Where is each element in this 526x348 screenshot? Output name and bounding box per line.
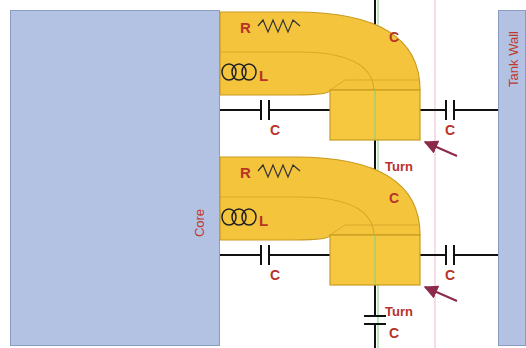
resistor-label: R [240, 165, 251, 180]
resistor-symbol [258, 20, 300, 32]
resistor-symbol [258, 165, 300, 177]
node-label: Tank Wall [506, 31, 521, 87]
inductor-label: L [259, 68, 268, 83]
node-label: Core [192, 209, 207, 237]
turn-callout: Turn [385, 160, 413, 173]
wire [420, 254, 446, 256]
capacitor-label: C [389, 30, 399, 44]
wire [420, 109, 446, 111]
resistor-label: R [240, 20, 251, 35]
core-block: Core [10, 10, 220, 346]
wire [220, 109, 261, 111]
turn-block-edge [330, 80, 420, 90]
callout-arrow [425, 287, 457, 301]
capacitor-label: C [270, 123, 280, 137]
turn-callout: Turn [385, 305, 413, 318]
wire [269, 109, 330, 111]
capacitor-plate [445, 245, 447, 265]
capacitor-label: C [270, 268, 280, 282]
capacitor-label: C [389, 326, 399, 340]
capacitor-plate [364, 315, 386, 317]
guide-line [375, 90, 376, 140]
inductor-symbol [242, 64, 256, 80]
inductor-label: L [259, 213, 268, 228]
turn-block [330, 90, 420, 140]
wire [220, 254, 261, 256]
wire [269, 254, 330, 256]
turn-block [330, 235, 420, 285]
capacitor-label: C [445, 123, 455, 137]
callout-arrow [425, 142, 457, 156]
conductor-band [220, 12, 420, 95]
capacitor-plate [445, 100, 447, 120]
conductor-band [220, 157, 420, 240]
wire [374, 324, 376, 348]
guide-line [435, 0, 436, 348]
tank-wall: Tank Wall [498, 10, 526, 346]
band-divider [220, 52, 374, 90]
winding-turn [220, 157, 457, 301]
turn-block-edge [330, 225, 420, 235]
wire [454, 254, 498, 256]
wire [454, 109, 498, 111]
capacitor-label: C [445, 268, 455, 282]
capacitor-label: C [389, 191, 399, 205]
guide-line [375, 235, 376, 285]
winding-turn [220, 12, 457, 156]
inductor-symbol [242, 209, 256, 225]
band-divider [220, 197, 374, 235]
